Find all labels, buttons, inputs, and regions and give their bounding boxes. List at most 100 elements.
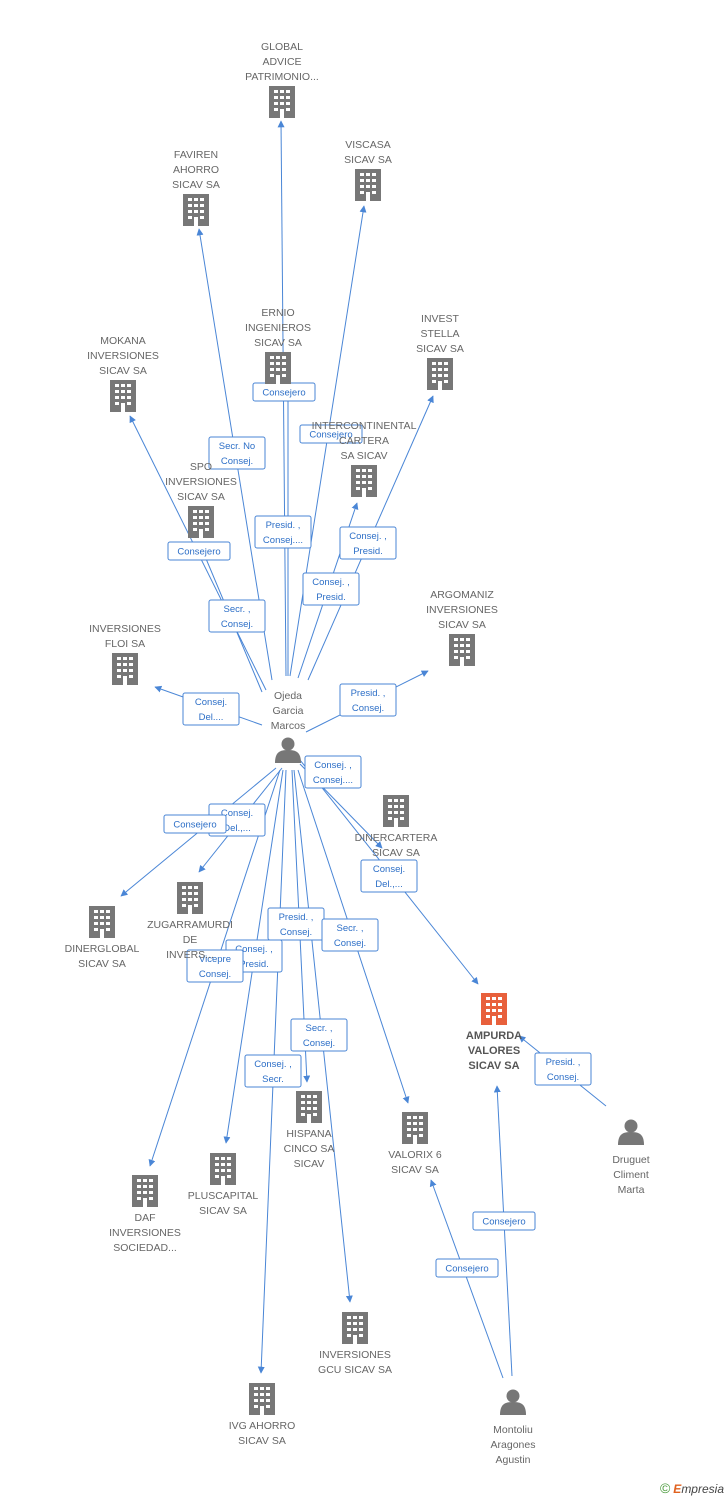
node-label: IVG AHORRO [229,1420,296,1432]
node-label: FAVIREN [174,149,218,161]
node-spo[interactable]: SPO INVERSIONES SICAV SA [165,461,237,538]
node-daf[interactable]: DAFINVERSIONESSOCIEDAD... [109,1175,181,1254]
relation-label-ojeda-to-global[interactable]: Consejero [252,382,316,402]
node-label: DE [183,934,198,946]
relation-label-box [472,1211,536,1231]
node-label: PATRIMONIO... [245,71,319,83]
node-label: INVERSIONES [319,1349,391,1361]
relation-label-ojeda-to-dinerglobal[interactable]: Consejero [163,814,227,834]
relation-label-montoliu-to-ampurda[interactable]: Consejero [472,1211,536,1231]
relation-label-ojeda-to-floi[interactable]: Consej.Del.... [182,692,240,726]
relation-label-ojeda-to-dinercartera[interactable]: Consej.Del.,... [360,859,418,893]
relation-label-box [321,918,379,952]
building-icon [296,1091,322,1123]
building-icon [132,1175,158,1207]
relation-label-ojeda-to-hispana[interactable]: Presid. ,Consej. [267,907,325,941]
node-label: Climent [613,1169,649,1181]
relation-label-box [299,424,363,444]
relation-label-text: Consej.... [313,775,353,786]
edge-montoliu-to-ampurda [493,1085,513,1377]
node-label: SICAV SA [468,1060,519,1072]
node-label: GLOBAL [261,41,303,53]
relation-label-ojeda-to-ivg[interactable]: Consej. ,Secr. [244,1054,302,1088]
brand-logo-initial: E [673,1482,682,1496]
relation-label-text: Consej. , [254,1059,292,1070]
relation-label-ojeda-to-argomaniz[interactable]: Presid. ,Consej. [339,683,397,717]
relation-label-ojeda-to-mokana[interactable]: Consejero [167,541,231,561]
relation-label-montoliu-to-valorix[interactable]: Consejero [435,1258,499,1278]
node-label: DINERGLOBAL [65,943,140,955]
relation-label-text: Secr. No [219,441,255,452]
relation-label-box [167,541,231,561]
node-label: DAF [135,1212,156,1224]
relation-label-ojeda-to-viscasa[interactable]: Consejero [299,424,363,444]
relation-label-ojeda-to-spo[interactable]: Secr. ,Consej. [208,599,266,633]
relation-label-text: Presid. [353,546,383,557]
relation-label-text: Consejero [482,1217,525,1228]
node-label: INVERSIONES [165,476,237,488]
relation-label-druguet-to-ampurda[interactable]: Presid. ,Consej. [534,1052,592,1086]
node-label: ARGOMANIZ [430,589,494,601]
node-label: SICAV SA [344,154,392,166]
relation-label-text: Presid. , [546,1057,581,1068]
relation-label-text: Consej.... [263,535,303,546]
node-label: INVERSIONES [87,350,159,362]
node-label: SICAV SA [177,491,225,503]
node-label: MOKANA [100,335,146,347]
node-label: SPO [190,461,212,473]
relation-label-box [339,526,397,560]
node-label: SA SICAV [340,450,387,462]
relation-label-ojeda-to-intercontinental[interactable]: Consej. ,Presid. [302,572,360,606]
node-label: SICAV SA [172,179,220,191]
building-icon [188,506,214,538]
node-label: VISCASA [345,139,391,151]
relation-label-ojeda-to-ampurda[interactable]: Consej. ,Consej.... [304,755,362,789]
relation-label-text: Consejero [173,820,216,831]
building-icon [402,1112,428,1144]
node-viscasa[interactable]: VISCASA SICAV SA [344,139,392,201]
relation-label-ojeda-to-invest[interactable]: Consej. ,Presid. [339,526,397,560]
relation-label-ojeda-to-valorix[interactable]: Secr. ,Consej. [321,918,379,952]
node-label: SICAV [294,1158,325,1170]
building-icon [481,993,507,1025]
node-label: CINCO SA [284,1143,335,1155]
relation-label-box [304,755,362,789]
building-icon [210,1153,236,1185]
node-label: DINERCARTERA [355,832,438,844]
relation-label-text: Consej. [199,969,231,980]
building-icon [265,352,291,384]
relation-label-box [360,859,418,893]
building-icon [449,634,475,666]
node-label: AMPURDA [466,1030,522,1042]
node-label: FLOI SA [105,638,145,650]
node-label: SICAV SA [391,1164,439,1176]
relation-label-box [339,683,397,717]
node-zugarramurdi[interactable]: ZUGARRAMURDIDEINVERS... [147,882,233,961]
relation-label-ojeda-to-ernio[interactable]: Presid. ,Consej.... [254,515,312,549]
node-mokana[interactable]: MOKANA INVERSIONES SICAV SA [87,335,159,412]
relation-label-text: Presid. [239,959,269,970]
relation-label-ojeda-to-gcu[interactable]: Secr. ,Consej. [290,1018,348,1052]
node-global[interactable]: GLOBALADVICEPATRIMONIO... [245,41,319,118]
node-label: SICAV SA [99,365,147,377]
